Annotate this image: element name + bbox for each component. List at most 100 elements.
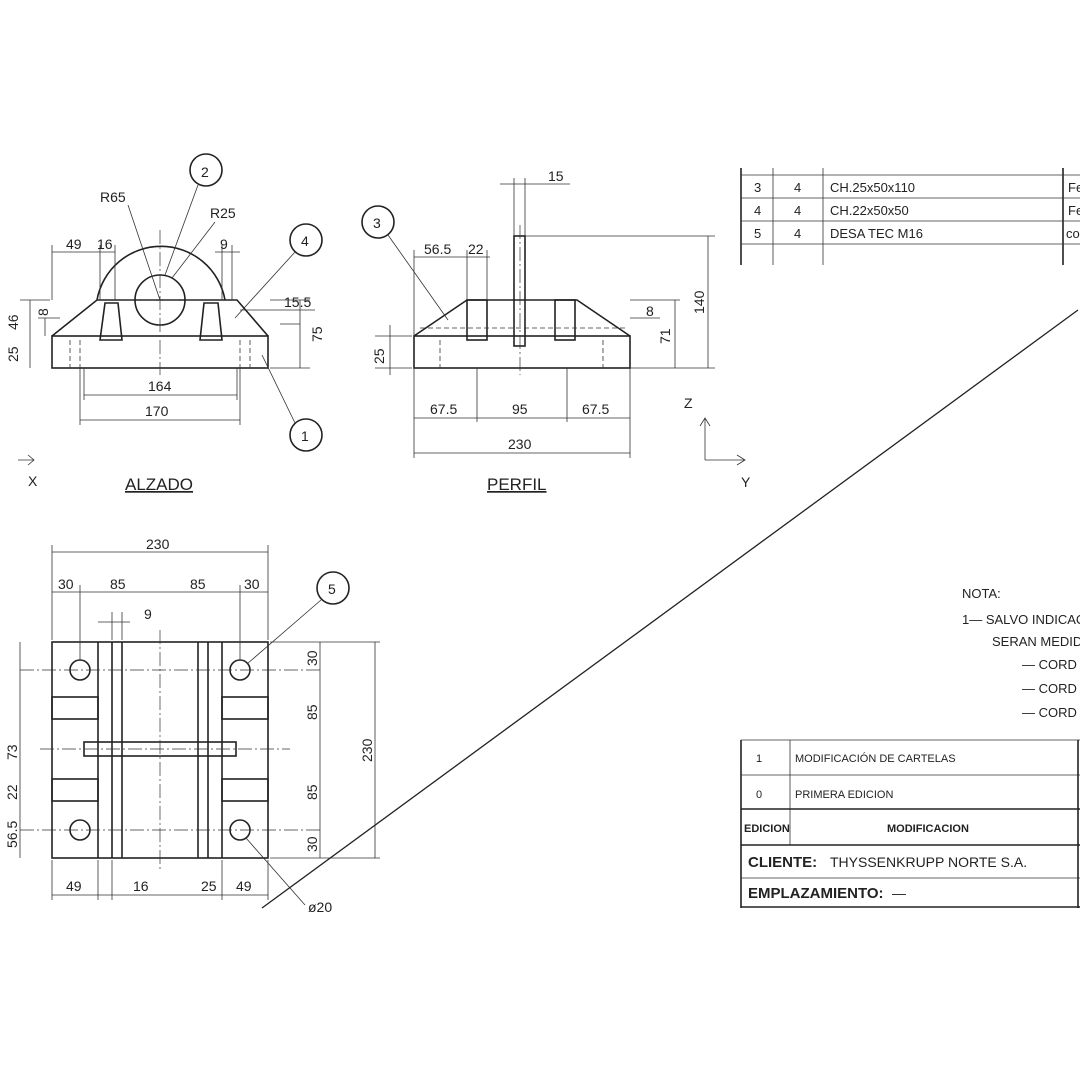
dim-85-right: 85 [190, 576, 206, 592]
part-qty: 4 [794, 180, 801, 195]
z-axis-label: Z [684, 395, 693, 411]
note-line: — CORD [1022, 681, 1077, 696]
part-mark: 5 [754, 226, 761, 241]
part-desc: DESA TEC M16 [830, 226, 923, 241]
header-edition: EDICION [744, 823, 790, 835]
dim-9: 9 [144, 606, 152, 622]
dim-8: 8 [35, 308, 51, 316]
parts-row: 3 4 CH.25x50x110 Fe [754, 180, 1080, 195]
part-qty: 4 [794, 203, 801, 218]
dim-22: 22 [4, 784, 20, 800]
dim-67-5-right: 67.5 [582, 401, 609, 417]
x-axis-label: X [28, 473, 38, 489]
balloon-4 [289, 223, 323, 257]
revision-edition: 0 [756, 789, 762, 801]
dim-15-5: 15.5 [284, 294, 311, 310]
dim-22: 22 [468, 241, 484, 257]
dim-85-bottom-right: 85 [304, 784, 320, 800]
dim-56-5: 56.5 [4, 821, 20, 848]
parts-table: 3 4 CH.25x50x110 Fe 4 4 CH.22x50x50 Fe 5… [740, 168, 1080, 265]
base-plate [413, 335, 631, 369]
location-label: EMPLAZAMIENTO: [748, 885, 884, 902]
dim-30-left: 30 [58, 576, 74, 592]
balloon-1-label: 1 [301, 428, 309, 444]
dim-73: 73 [4, 744, 20, 760]
dim-phi20: ø20 [308, 899, 332, 915]
dim-30-top-right: 30 [304, 650, 320, 666]
client-label: CLIENTE: [748, 854, 817, 871]
dim-25: 25 [201, 878, 217, 894]
dim-r25: R25 [210, 205, 236, 221]
dim-67-5-left: 67.5 [430, 401, 457, 417]
base-slope [413, 299, 631, 337]
dim-25: 25 [371, 348, 387, 364]
parts-row: 5 4 DESA TEC M16 co [754, 226, 1080, 241]
dim-75: 75 [309, 326, 325, 342]
vertical-plate [513, 235, 526, 347]
dim-r65: R65 [100, 189, 126, 205]
dim-230-right: 230 [359, 738, 375, 762]
dim-85-left: 85 [110, 576, 126, 592]
dim-25: 25 [5, 346, 21, 362]
perfil-title: PERFIL [487, 475, 547, 494]
dim-9: 9 [220, 236, 228, 252]
balloon-3-label: 3 [373, 215, 381, 231]
notes: NOTA: 1— SALVO INDICAC SERAN MEDID — COR… [962, 586, 1080, 720]
dim-49: 49 [66, 236, 82, 252]
dim-15: 15 [548, 168, 564, 184]
balloon-2-label: 2 [201, 164, 209, 180]
dim-30-right: 30 [244, 576, 260, 592]
balloon-2 [189, 153, 223, 187]
balloon-1 [289, 418, 323, 452]
header-modification: MODIFICACION [887, 823, 969, 835]
rib-right [199, 302, 223, 341]
part-qty: 4 [794, 226, 801, 241]
parts-row: 4 4 CH.22x50x50 Fe [754, 203, 1080, 218]
dim-46: 46 [5, 314, 21, 330]
revision-modification: PRIMERA EDICION [795, 789, 893, 801]
dim-71: 71 [657, 328, 673, 344]
alzado-view: 49 16 9 R65 R25 15.5 75 46 8 25 164 170 … [5, 153, 325, 494]
note-line: 1— SALVO INDICAC [962, 612, 1080, 627]
dim-49-right: 49 [236, 878, 252, 894]
arch-r65 [96, 245, 226, 301]
part-mark: 4 [754, 203, 761, 218]
dim-85-top-right: 85 [304, 704, 320, 720]
dim-16: 16 [97, 236, 113, 252]
revision-modification: MODIFICACIÓN DE CARTELAS [795, 752, 956, 765]
axis-indicator: Z Y [684, 395, 751, 490]
y-axis-label: Y [741, 474, 751, 490]
balloon-3 [361, 205, 395, 239]
balloon-4-label: 4 [301, 233, 309, 249]
part-mark: 3 [754, 180, 761, 195]
balloon-5 [316, 571, 350, 605]
dim-230-top: 230 [146, 536, 170, 552]
part-mat: co [1066, 226, 1080, 241]
dim-8: 8 [646, 303, 654, 319]
dim-16: 16 [133, 878, 149, 894]
revision-edition: 1 [756, 753, 762, 765]
diagonal-line [261, 309, 1079, 909]
rib-left [99, 302, 123, 341]
planta-view: 230 30 85 85 30 9 30 85 85 30 230 73 22 … [4, 536, 380, 915]
client-value: THYSSENKRUPP NORTE S.A. [830, 854, 1027, 870]
dim-95: 95 [512, 401, 528, 417]
perfil-view: 15 56.5 22 140 8 71 25 67.5 95 67.5 230 … [361, 168, 715, 494]
dim-49-left: 49 [66, 878, 82, 894]
rib-right [554, 299, 576, 341]
location-value: — [892, 885, 906, 901]
notes-title: NOTA: [962, 586, 1001, 601]
part-desc: CH.25x50x110 [830, 180, 915, 195]
note-line: — CORD [1022, 705, 1077, 720]
dim-164: 164 [148, 378, 172, 394]
balloon-5-label: 5 [328, 581, 336, 597]
note-line: — CORD [1022, 657, 1077, 672]
part-mat: Fe [1068, 203, 1080, 218]
revision-table: 1 MODIFICACIÓN DE CARTELAS 0 PRIMERA EDI… [740, 739, 1080, 908]
part-mat: Fe [1068, 180, 1080, 195]
rib-left [466, 299, 488, 341]
dim-56-5: 56.5 [424, 241, 451, 257]
dim-230: 230 [508, 436, 532, 452]
dim-140: 140 [691, 290, 707, 314]
